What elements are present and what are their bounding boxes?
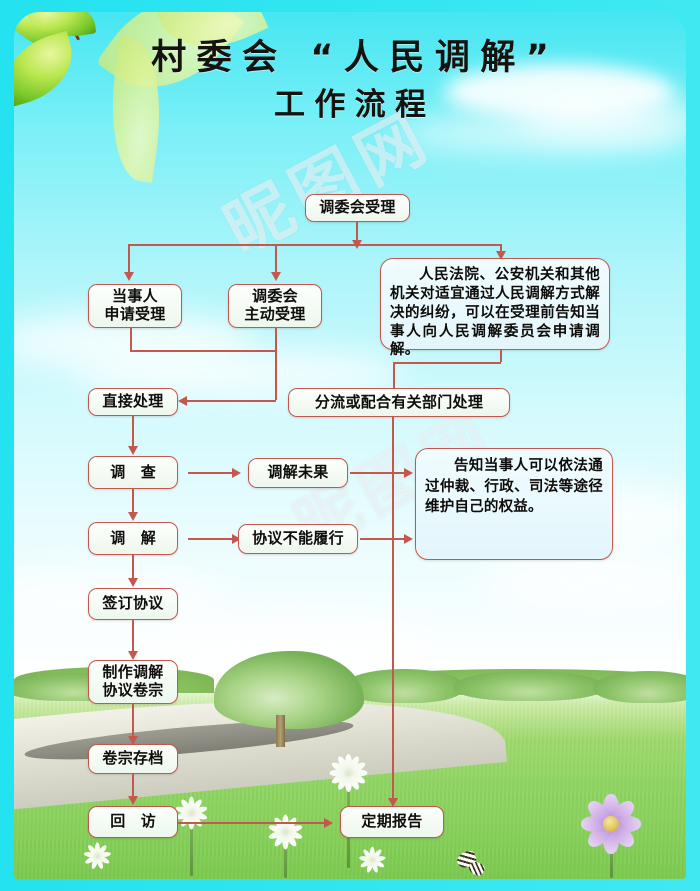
connector-line (128, 244, 130, 276)
arrow-head (128, 796, 138, 805)
connector-line (132, 704, 134, 740)
arrow-head (178, 396, 187, 406)
arrow-head (128, 446, 138, 455)
tree-icon (214, 651, 364, 729)
node-cannot-fulfil[interactable]: 协议不能履行 (238, 524, 358, 554)
connector-line (392, 417, 394, 802)
connector-line (500, 244, 502, 256)
arrow-head (324, 818, 333, 828)
node-label: 分流或配合有关部门处理 (314, 392, 484, 411)
shrub-decoration (594, 671, 686, 703)
tree-trunk (276, 715, 285, 747)
arrow-head (496, 251, 506, 260)
node-direct-handle[interactable]: 直接处理 (88, 388, 178, 416)
node-label: 卷宗存档 (102, 749, 164, 768)
connector-line (500, 350, 502, 362)
connector-line (188, 472, 234, 474)
connector-line (132, 620, 134, 654)
node-archive[interactable]: 卷宗存档 (88, 744, 178, 774)
connector-line (178, 822, 326, 824)
arrow-head (404, 534, 413, 544)
node-committee-initiate[interactable]: 调委会 主动受理 (228, 284, 322, 328)
node-label: 回 访 (110, 812, 161, 831)
cloud-decoration (484, 552, 686, 612)
node-label: 人民法院、公安机关和其他机关对适宜通过人民调解方式解决的纠纷，可以在受理前告知当… (390, 267, 600, 359)
connector-line (180, 400, 276, 402)
arrow-head (404, 468, 413, 478)
node-followup[interactable]: 回 访 (88, 806, 178, 838)
connector-line (356, 222, 358, 244)
arrow-head (128, 578, 138, 587)
node-label: 定期报告 (361, 812, 423, 831)
connector-line (393, 362, 395, 388)
cloud-decoration (394, 116, 686, 150)
arrow-head (124, 272, 134, 281)
node-label: 调委会 主动受理 (244, 287, 306, 323)
arrow-head (128, 736, 138, 745)
node-party-apply[interactable]: 当事人 申请受理 (88, 284, 182, 328)
flower-stem (284, 830, 287, 878)
node-label: 告知当事人可以依法通过仲裁、行政、司法等途径维护自己的权益。 (425, 458, 603, 516)
node-label: 签订协议 (102, 594, 164, 613)
node-sign-agreement[interactable]: 签订协议 (88, 588, 178, 620)
connector-line (360, 538, 406, 540)
arrow-head (271, 272, 281, 281)
connector-line (128, 244, 501, 246)
node-rights-text[interactable]: 告知当事人可以依法通过仲裁、行政、司法等途径维护自己的权益。 (415, 448, 613, 560)
shrub-decoration (454, 671, 604, 701)
node-intake[interactable]: 调委会受理 (305, 194, 410, 222)
node-label: 制作调解 协议卷宗 (102, 663, 164, 699)
node-investigate[interactable]: 调 查 (88, 456, 178, 489)
node-label: 调 查 (110, 462, 161, 481)
connector-line (275, 244, 277, 276)
node-divert[interactable]: 分流或配合有关部门处理 (288, 388, 510, 417)
node-make-dossier[interactable]: 制作调解 协议卷宗 (88, 660, 178, 704)
flower-stem (190, 812, 193, 876)
connector-line (130, 328, 132, 350)
node-label: 调 解 (110, 528, 161, 547)
shrub-decoration (344, 669, 464, 703)
arrow-head (232, 468, 241, 478)
arrow-head (232, 534, 241, 544)
node-label: 协议不能履行 (252, 529, 344, 548)
connector-line (132, 555, 134, 581)
node-label: 当事人 申请受理 (104, 287, 166, 323)
connector-line (350, 472, 406, 474)
node-label: 调解未果 (267, 463, 329, 482)
node-periodic-report[interactable]: 定期报告 (340, 806, 444, 838)
connector-line (275, 328, 277, 400)
connector-line (130, 350, 276, 352)
arrow-head (388, 798, 398, 807)
node-no-result[interactable]: 调解未果 (248, 458, 348, 488)
arrow-head (128, 651, 138, 660)
connector-line (188, 538, 234, 540)
node-mediate[interactable]: 调 解 (88, 522, 178, 555)
arrow-head (128, 512, 138, 521)
node-label: 调委会受理 (319, 198, 396, 217)
connector-line (132, 416, 134, 448)
connector-line (132, 489, 134, 515)
node-label: 直接处理 (102, 392, 164, 411)
connector-line (393, 362, 501, 364)
node-notice-text[interactable]: 人民法院、公安机关和其他机关对适宜通过人民调解方式解决的纠纷，可以在受理前告知当… (380, 258, 610, 358)
connector-line (132, 774, 134, 800)
